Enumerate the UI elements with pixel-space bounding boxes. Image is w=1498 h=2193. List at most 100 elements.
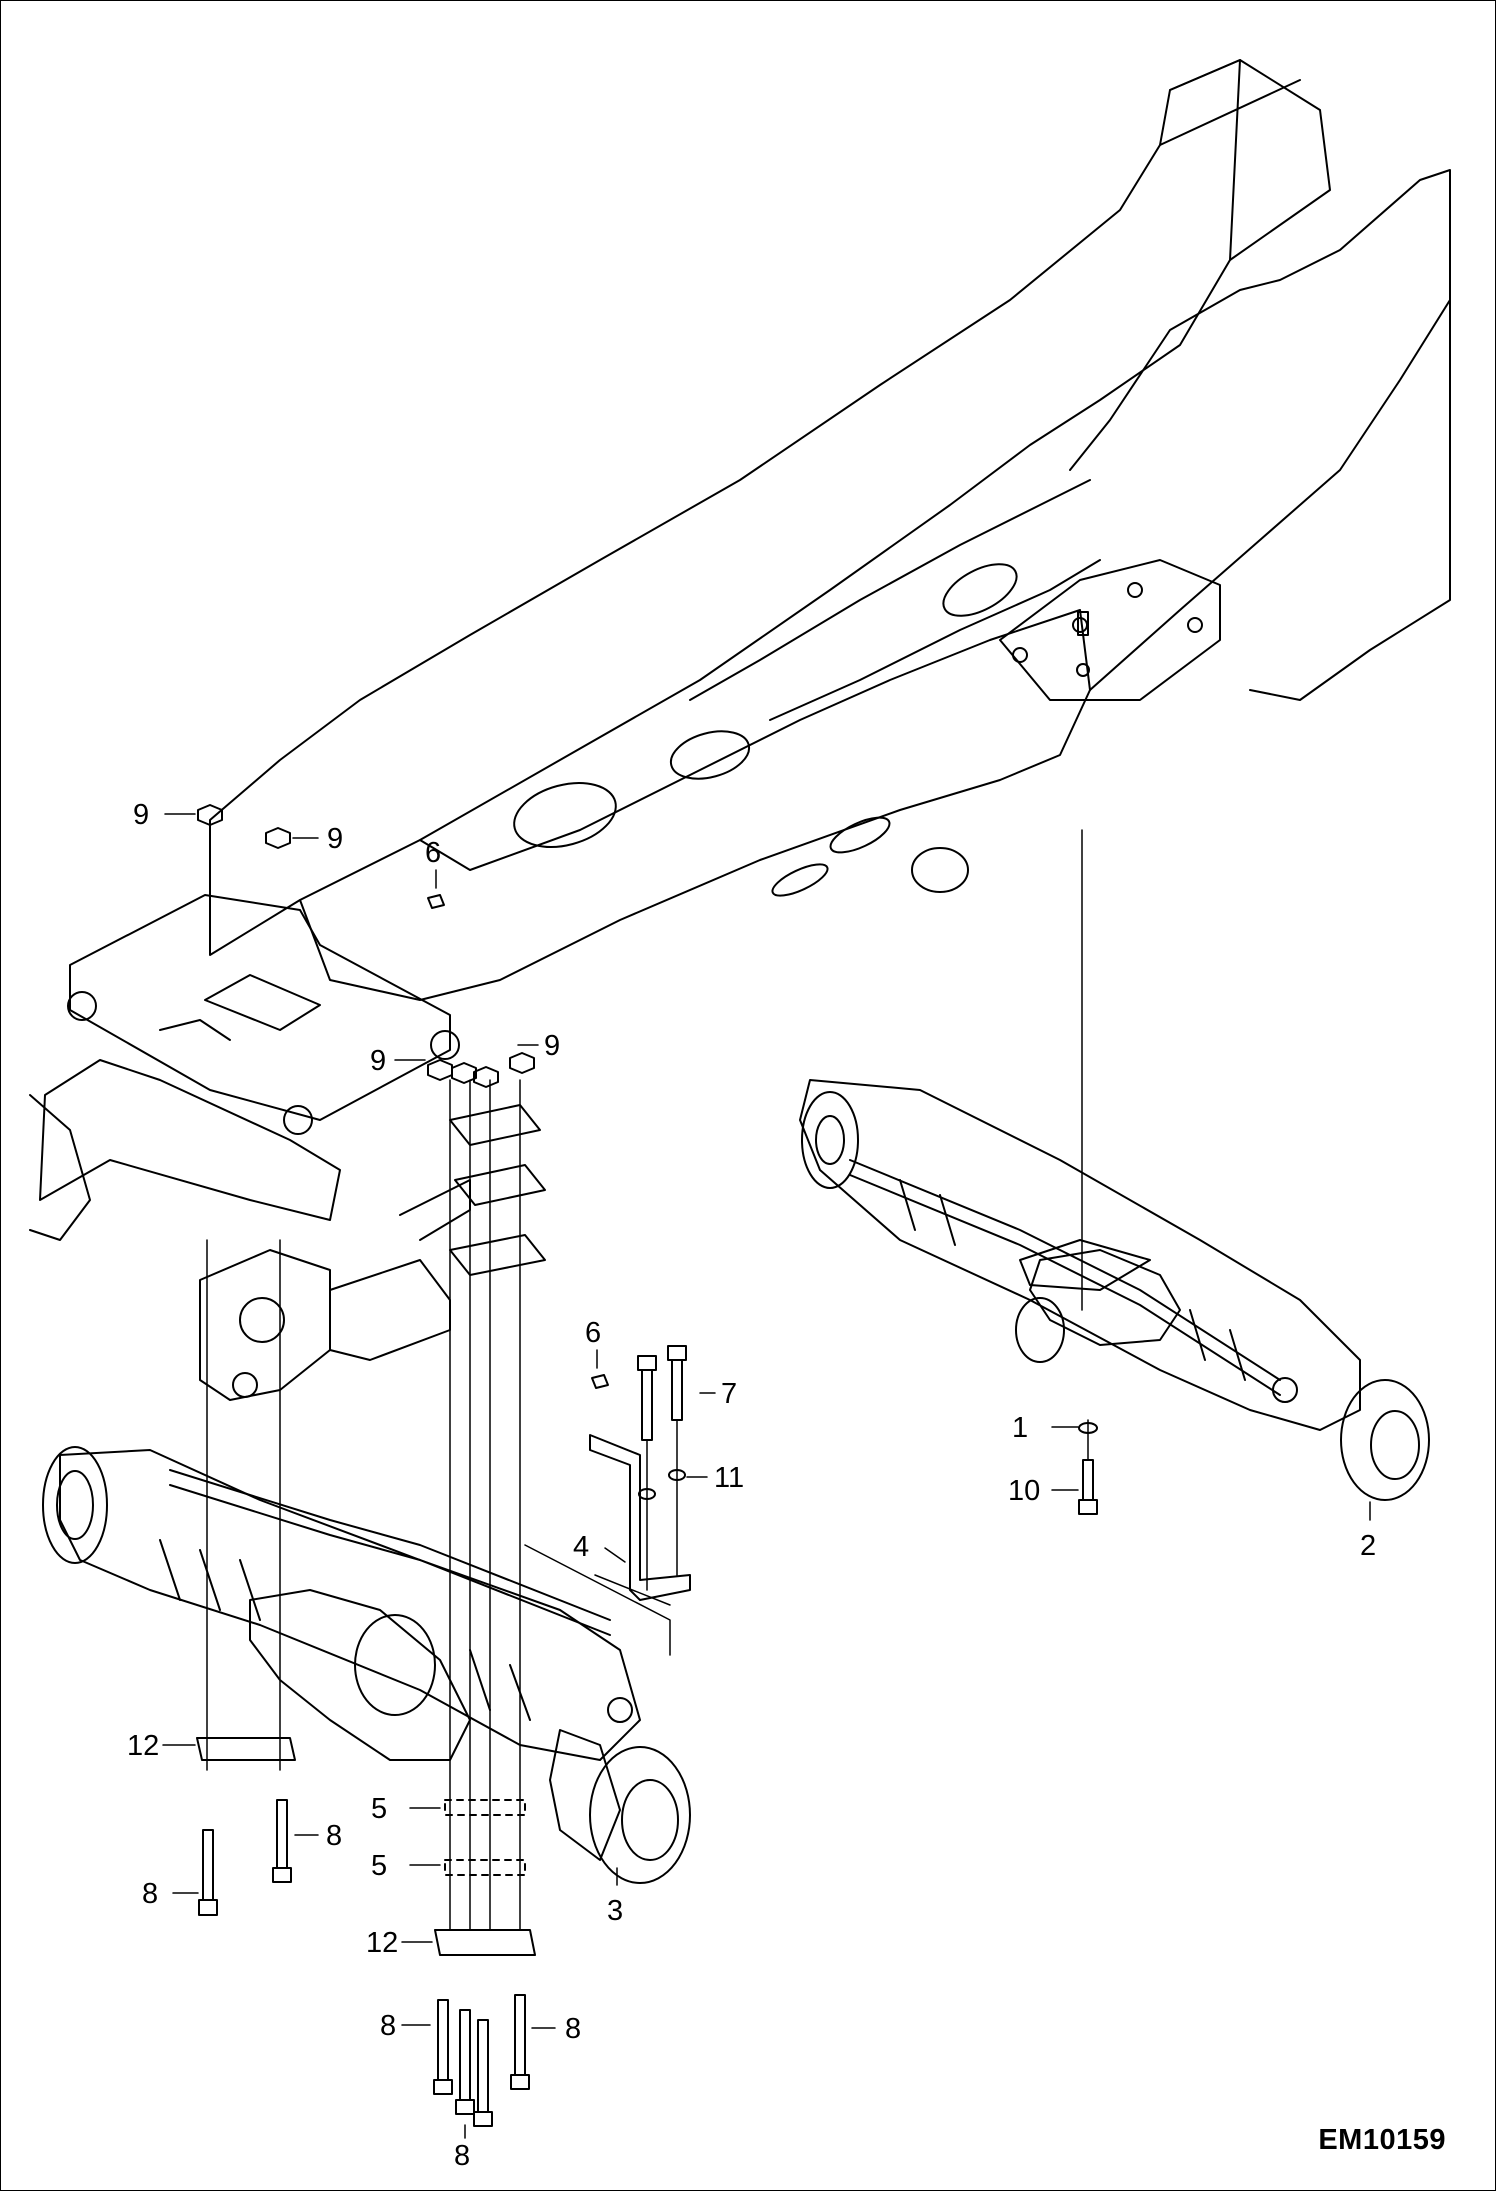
main-frame-lower-edge bbox=[299, 689, 1091, 1001]
rear-axle-mount-plate bbox=[999, 559, 1221, 701]
rear-pin-washer bbox=[1076, 663, 1090, 677]
callout-8-lower-right: 8 bbox=[565, 2013, 581, 2045]
bolt-8-lower-3 bbox=[473, 2019, 493, 2127]
bolt-7-guide bbox=[646, 1419, 678, 1591]
rear-axle-diff-cover bbox=[1015, 1297, 1065, 1363]
frame-opening-3 bbox=[942, 563, 1018, 617]
front-mount-pin-rear bbox=[430, 1030, 460, 1060]
left-cylinder-end bbox=[29, 1094, 91, 1241]
main-frame-inner-rail-2 bbox=[769, 559, 1101, 721]
nut-9-mid-4 bbox=[509, 1052, 535, 1074]
callout-4: 4 bbox=[573, 1531, 589, 1563]
front-axle-tie-rod bbox=[169, 1469, 611, 1621]
front-mount-plate bbox=[69, 894, 451, 1121]
rear-axle-left-hub bbox=[801, 1091, 859, 1189]
callout-9-d: 9 bbox=[544, 1030, 560, 1062]
pin-6-upper bbox=[427, 894, 445, 909]
rear-axle-right-hub-inner bbox=[1370, 1410, 1420, 1480]
front-axle-right-hub bbox=[589, 1746, 691, 1884]
hardware bbox=[196, 611, 1098, 2127]
nut-9-mid-3 bbox=[473, 1066, 499, 1088]
callout-7: 7 bbox=[721, 1378, 737, 1410]
main-frame-center bbox=[419, 609, 1091, 871]
callout-9-b: 9 bbox=[327, 823, 343, 855]
shim-5-lower bbox=[444, 1859, 526, 1876]
callout-labels: 1 2 3 4 5 5 6 6 7 8 8 8 8 8 9 9 9 9 10 1… bbox=[127, 799, 1376, 2172]
callout-1: 1 bbox=[1012, 1412, 1028, 1444]
bolt-8-left-2 bbox=[272, 1799, 292, 1883]
front-mount-plate-slot bbox=[159, 1019, 231, 1041]
callout-11: 11 bbox=[714, 1462, 744, 1494]
pivot-bracket bbox=[199, 1249, 331, 1401]
callout-8-left: 8 bbox=[142, 1878, 158, 1910]
main-frame-right-beam bbox=[1069, 169, 1451, 691]
callout-10: 10 bbox=[1008, 1475, 1040, 1507]
rear-pin-1 bbox=[1077, 611, 1089, 636]
main-frame-left-beam bbox=[209, 59, 1331, 956]
mount-bushing-2 bbox=[1127, 582, 1143, 598]
pad-12-left bbox=[196, 1737, 296, 1761]
nut-9-mid-1 bbox=[427, 1059, 453, 1081]
main-frame-right-beam-side bbox=[1249, 299, 1451, 701]
mount-bushing-1 bbox=[1012, 647, 1028, 663]
frame-opening-6 bbox=[911, 847, 969, 893]
rear-axle-tie-rod-2 bbox=[849, 1174, 1281, 1396]
callout-8-lower-left: 8 bbox=[380, 2010, 396, 2042]
nut-9-top-left bbox=[197, 804, 223, 826]
leader-4 bbox=[604, 1547, 626, 1563]
front-axle-diff-housing bbox=[249, 1589, 471, 1761]
callout-8-bottom: 8 bbox=[454, 2140, 470, 2172]
drawing-number: EM10159 bbox=[1318, 2124, 1446, 2156]
frame-opening-1 bbox=[513, 782, 617, 848]
spacer-plate-upper-2 bbox=[454, 1164, 546, 1206]
pivot-pin-shaft bbox=[399, 1179, 471, 1241]
leader-lines bbox=[162, 813, 1371, 2139]
frame-opening-5 bbox=[771, 863, 829, 897]
callout-12-lower: 12 bbox=[366, 1927, 398, 1959]
rear-bolt-guide bbox=[1081, 829, 1089, 1461]
callout-6-upper: 6 bbox=[425, 837, 441, 869]
front-axle-right-knuckle bbox=[549, 1729, 621, 1861]
bolt-10 bbox=[1078, 1459, 1098, 1515]
callout-8-left-2: 8 bbox=[326, 1820, 342, 1852]
front-mount-pin-left bbox=[67, 991, 97, 1021]
rear-axle-right-hub bbox=[1340, 1379, 1430, 1501]
rear-axle bbox=[799, 1079, 1430, 1501]
main-frame-left-beam-edge bbox=[1159, 59, 1301, 261]
callout-5-lower: 5 bbox=[371, 1850, 387, 1882]
callout-9-c: 9 bbox=[370, 1045, 386, 1077]
pivot-arm bbox=[39, 1059, 341, 1221]
front-axle-right-hub-inner bbox=[621, 1779, 679, 1861]
nut-9-mid-2 bbox=[451, 1062, 477, 1084]
front-axle-left-hub-inner bbox=[56, 1470, 94, 1540]
bolt-8-left bbox=[198, 1829, 218, 1916]
bracket-4 bbox=[589, 1434, 691, 1601]
bracket-4-guide bbox=[524, 1544, 671, 1656]
rear-axle-tie-rod-end bbox=[1272, 1377, 1298, 1403]
spacer-plate-upper-3 bbox=[449, 1234, 546, 1276]
pivot-bracket-pin bbox=[239, 1297, 285, 1343]
mount-bushing-3 bbox=[1187, 617, 1203, 633]
rear-axle-ribs bbox=[899, 1179, 1246, 1381]
main-frame-inner-rail bbox=[689, 479, 1091, 701]
bolt-8-lower-1 bbox=[433, 1999, 453, 2095]
frame-opening-4 bbox=[829, 816, 891, 854]
nut-9-top-right bbox=[265, 827, 291, 849]
front-axle-left-hub bbox=[42, 1446, 108, 1564]
front-axle-ribs bbox=[159, 1539, 531, 1721]
callout-12-left: 12 bbox=[127, 1730, 159, 1762]
front-axle bbox=[42, 1446, 691, 1884]
rear-axle-left-hub-inner bbox=[815, 1115, 845, 1165]
callout-5-upper: 5 bbox=[371, 1793, 387, 1825]
front-axle-tie-rod-2 bbox=[169, 1484, 611, 1636]
rear-axle-housing bbox=[799, 1079, 1361, 1431]
shim-5-upper bbox=[444, 1799, 526, 1816]
rear-axle-tie-rod bbox=[849, 1159, 1281, 1381]
pivot-bracket-pin-lower bbox=[232, 1372, 258, 1398]
callout-6-lower: 6 bbox=[585, 1317, 601, 1349]
callout-9-a: 9 bbox=[133, 799, 149, 831]
mount-bushing-4 bbox=[1072, 617, 1088, 633]
front-mount-plate-hole bbox=[204, 974, 321, 1031]
